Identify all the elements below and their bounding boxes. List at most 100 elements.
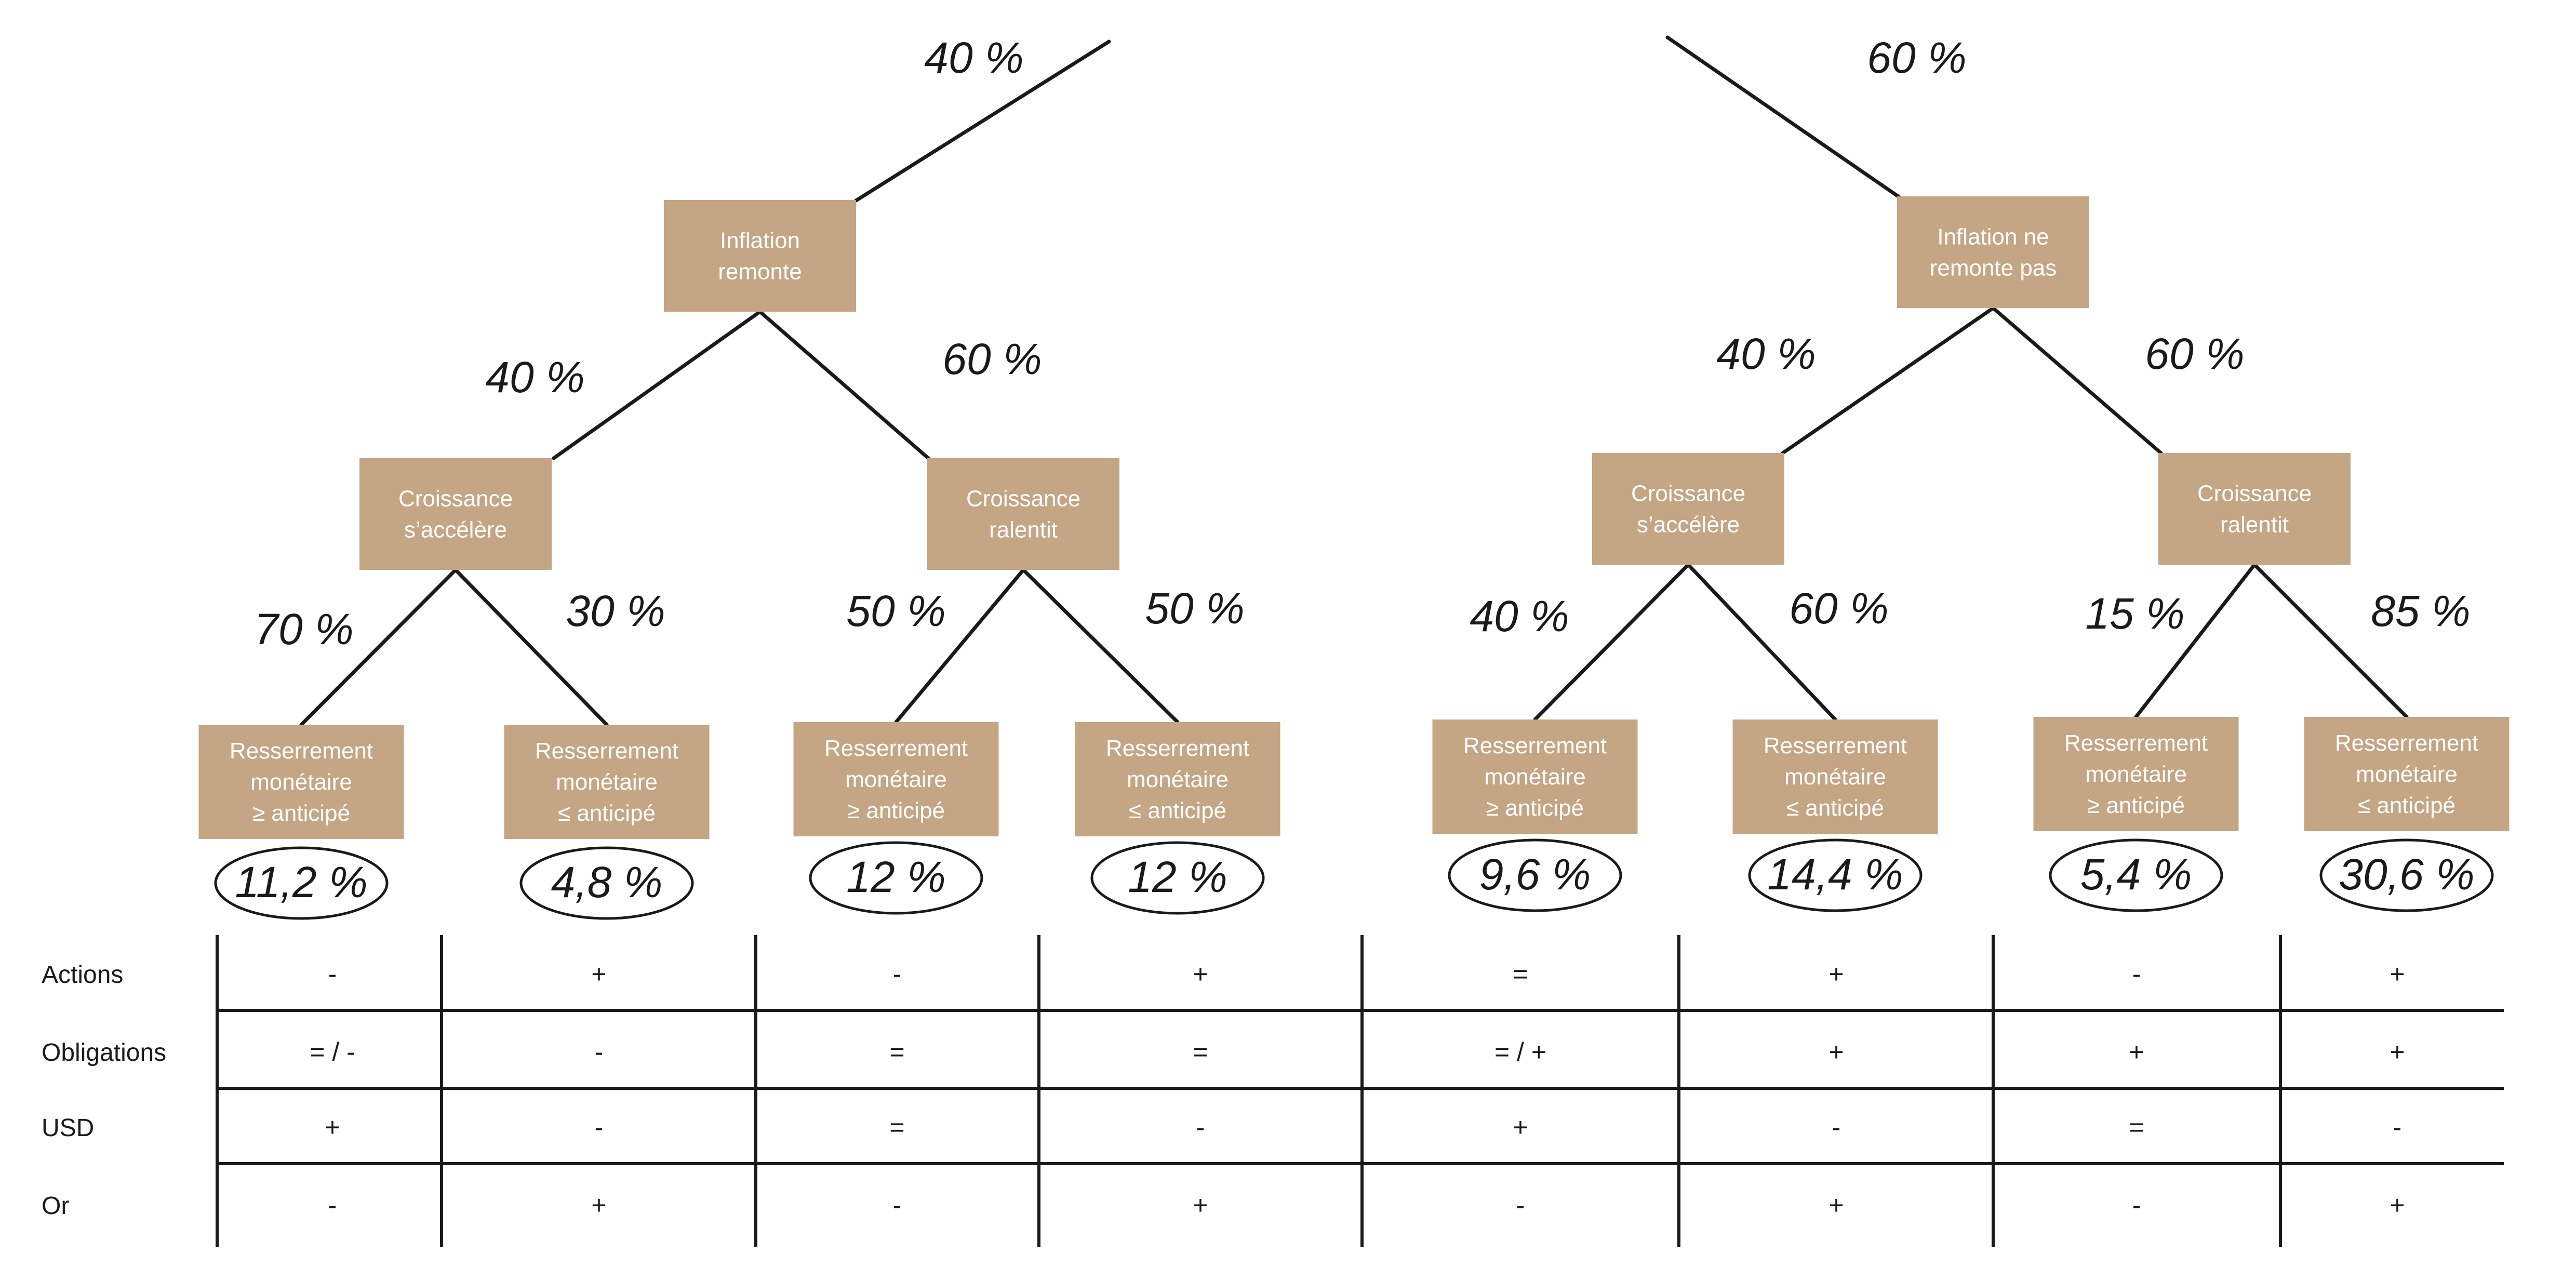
table-cell: -: [595, 1113, 604, 1142]
table-cell: =: [889, 1037, 904, 1067]
node-leaf-1-box: [504, 725, 710, 839]
table-cell: -: [1516, 1191, 1525, 1220]
prob-leaf-3: 50 %: [1145, 584, 1244, 633]
table-cell: =: [889, 1113, 904, 1142]
table-cell: +: [2390, 1037, 2405, 1067]
result-value-7: 30,6 %: [2339, 850, 2475, 899]
node-leaf-2-box: [793, 722, 999, 836]
edge-level1-3: [1991, 306, 2163, 455]
table-cell: -: [893, 960, 902, 989]
node-leaf-0-box: [198, 725, 404, 839]
edge-leaf-7: [2252, 563, 2409, 719]
result-circle-2: [809, 841, 983, 915]
leaf-results: 11,2 %4,8 %12 %12 %9,6 %14,4 %5,4 %30,6 …: [214, 838, 2494, 920]
edge-leaf-2: [894, 568, 1025, 724]
tree-edges: [299, 35, 2409, 727]
edge-level1-2: [1781, 306, 1995, 455]
node-level1-2-box: [1592, 453, 1784, 565]
prob-level1-1: 60 %: [942, 335, 1042, 383]
table-cell: -: [2132, 960, 2141, 989]
table-cell: +: [2390, 1191, 2405, 1220]
prob-leaf-2: 50 %: [846, 587, 945, 635]
result-value-6: 5,4 %: [2080, 850, 2192, 899]
result-circle-4: [1448, 838, 1622, 912]
table-cell: = / -: [310, 1037, 355, 1067]
table-row-label-0: Actions: [42, 961, 123, 989]
node-leaf-7-box: [2304, 717, 2510, 831]
result-value-1: 4,8 %: [551, 858, 663, 907]
table-cell: +: [325, 1113, 340, 1142]
node-level1-0-box: [359, 458, 552, 570]
table-cell: +: [591, 960, 606, 989]
node-level1-1-box: [927, 458, 1119, 570]
table-cell: +: [1828, 1191, 1844, 1220]
result-circle-6: [2049, 838, 2223, 912]
table-cell: = / +: [1494, 1037, 1546, 1067]
prob-leaf-6: 15 %: [2085, 589, 2184, 638]
table-cell: +: [1828, 960, 1844, 989]
edge-leaf-4: [1533, 563, 1690, 722]
table-cell: -: [328, 960, 337, 989]
table-cell: +: [1193, 1191, 1208, 1220]
node-inflation-remonte-box: [664, 200, 856, 312]
table-cell: -: [893, 1191, 902, 1220]
edge-leaf-6: [2134, 563, 2257, 719]
table-cell: +: [591, 1191, 606, 1220]
prob-level1-0: 40 %: [485, 353, 584, 402]
result-circle-0: [214, 846, 389, 920]
node-leaf-4-box: [1432, 719, 1638, 834]
prob-leaf-7: 85 %: [2371, 587, 2470, 635]
table-cell: -: [328, 1191, 337, 1220]
prob-inflation-remonte: 40 %: [924, 33, 1023, 82]
table-cell: +: [1193, 960, 1208, 989]
table-row-label-2: USD: [42, 1114, 94, 1142]
prob-leaf-4: 40 %: [1470, 592, 1569, 641]
edge-leaf-3: [1021, 568, 1180, 724]
edge-level1-0: [552, 310, 762, 460]
prob-leaf-5: 60 %: [1789, 584, 1888, 633]
table-cell: +: [2390, 960, 2405, 989]
result-value-5: 14,4 %: [1767, 850, 1903, 899]
edge-leaf-0: [299, 568, 458, 727]
edge-leaf-1: [453, 568, 609, 727]
table-cell: -: [1196, 1113, 1205, 1142]
node-leaf-3-box: [1075, 722, 1280, 836]
edge-leaf-5: [1686, 563, 1837, 722]
result-circle-7: [2319, 838, 2494, 912]
table-cell: =: [1513, 960, 1528, 989]
table-cell: -: [2132, 1191, 2141, 1220]
table-cell: =: [1193, 1037, 1208, 1067]
table-cell: -: [595, 1037, 604, 1067]
result-value-0: 11,2 %: [235, 858, 367, 907]
prob-level1-2: 40 %: [1716, 329, 1816, 378]
table-cell: +: [1513, 1113, 1528, 1142]
table-cell: =: [2129, 1113, 2144, 1142]
table-row-label-3: Or: [42, 1192, 69, 1220]
asset-impact-table: Actions-+-+=+-+Obligations= / --=== / ++…: [42, 935, 2504, 1247]
table-cell: -: [1832, 1113, 1841, 1142]
result-value-4: 9,6 %: [1479, 850, 1591, 899]
node-leaf-5-box: [1732, 719, 1938, 834]
